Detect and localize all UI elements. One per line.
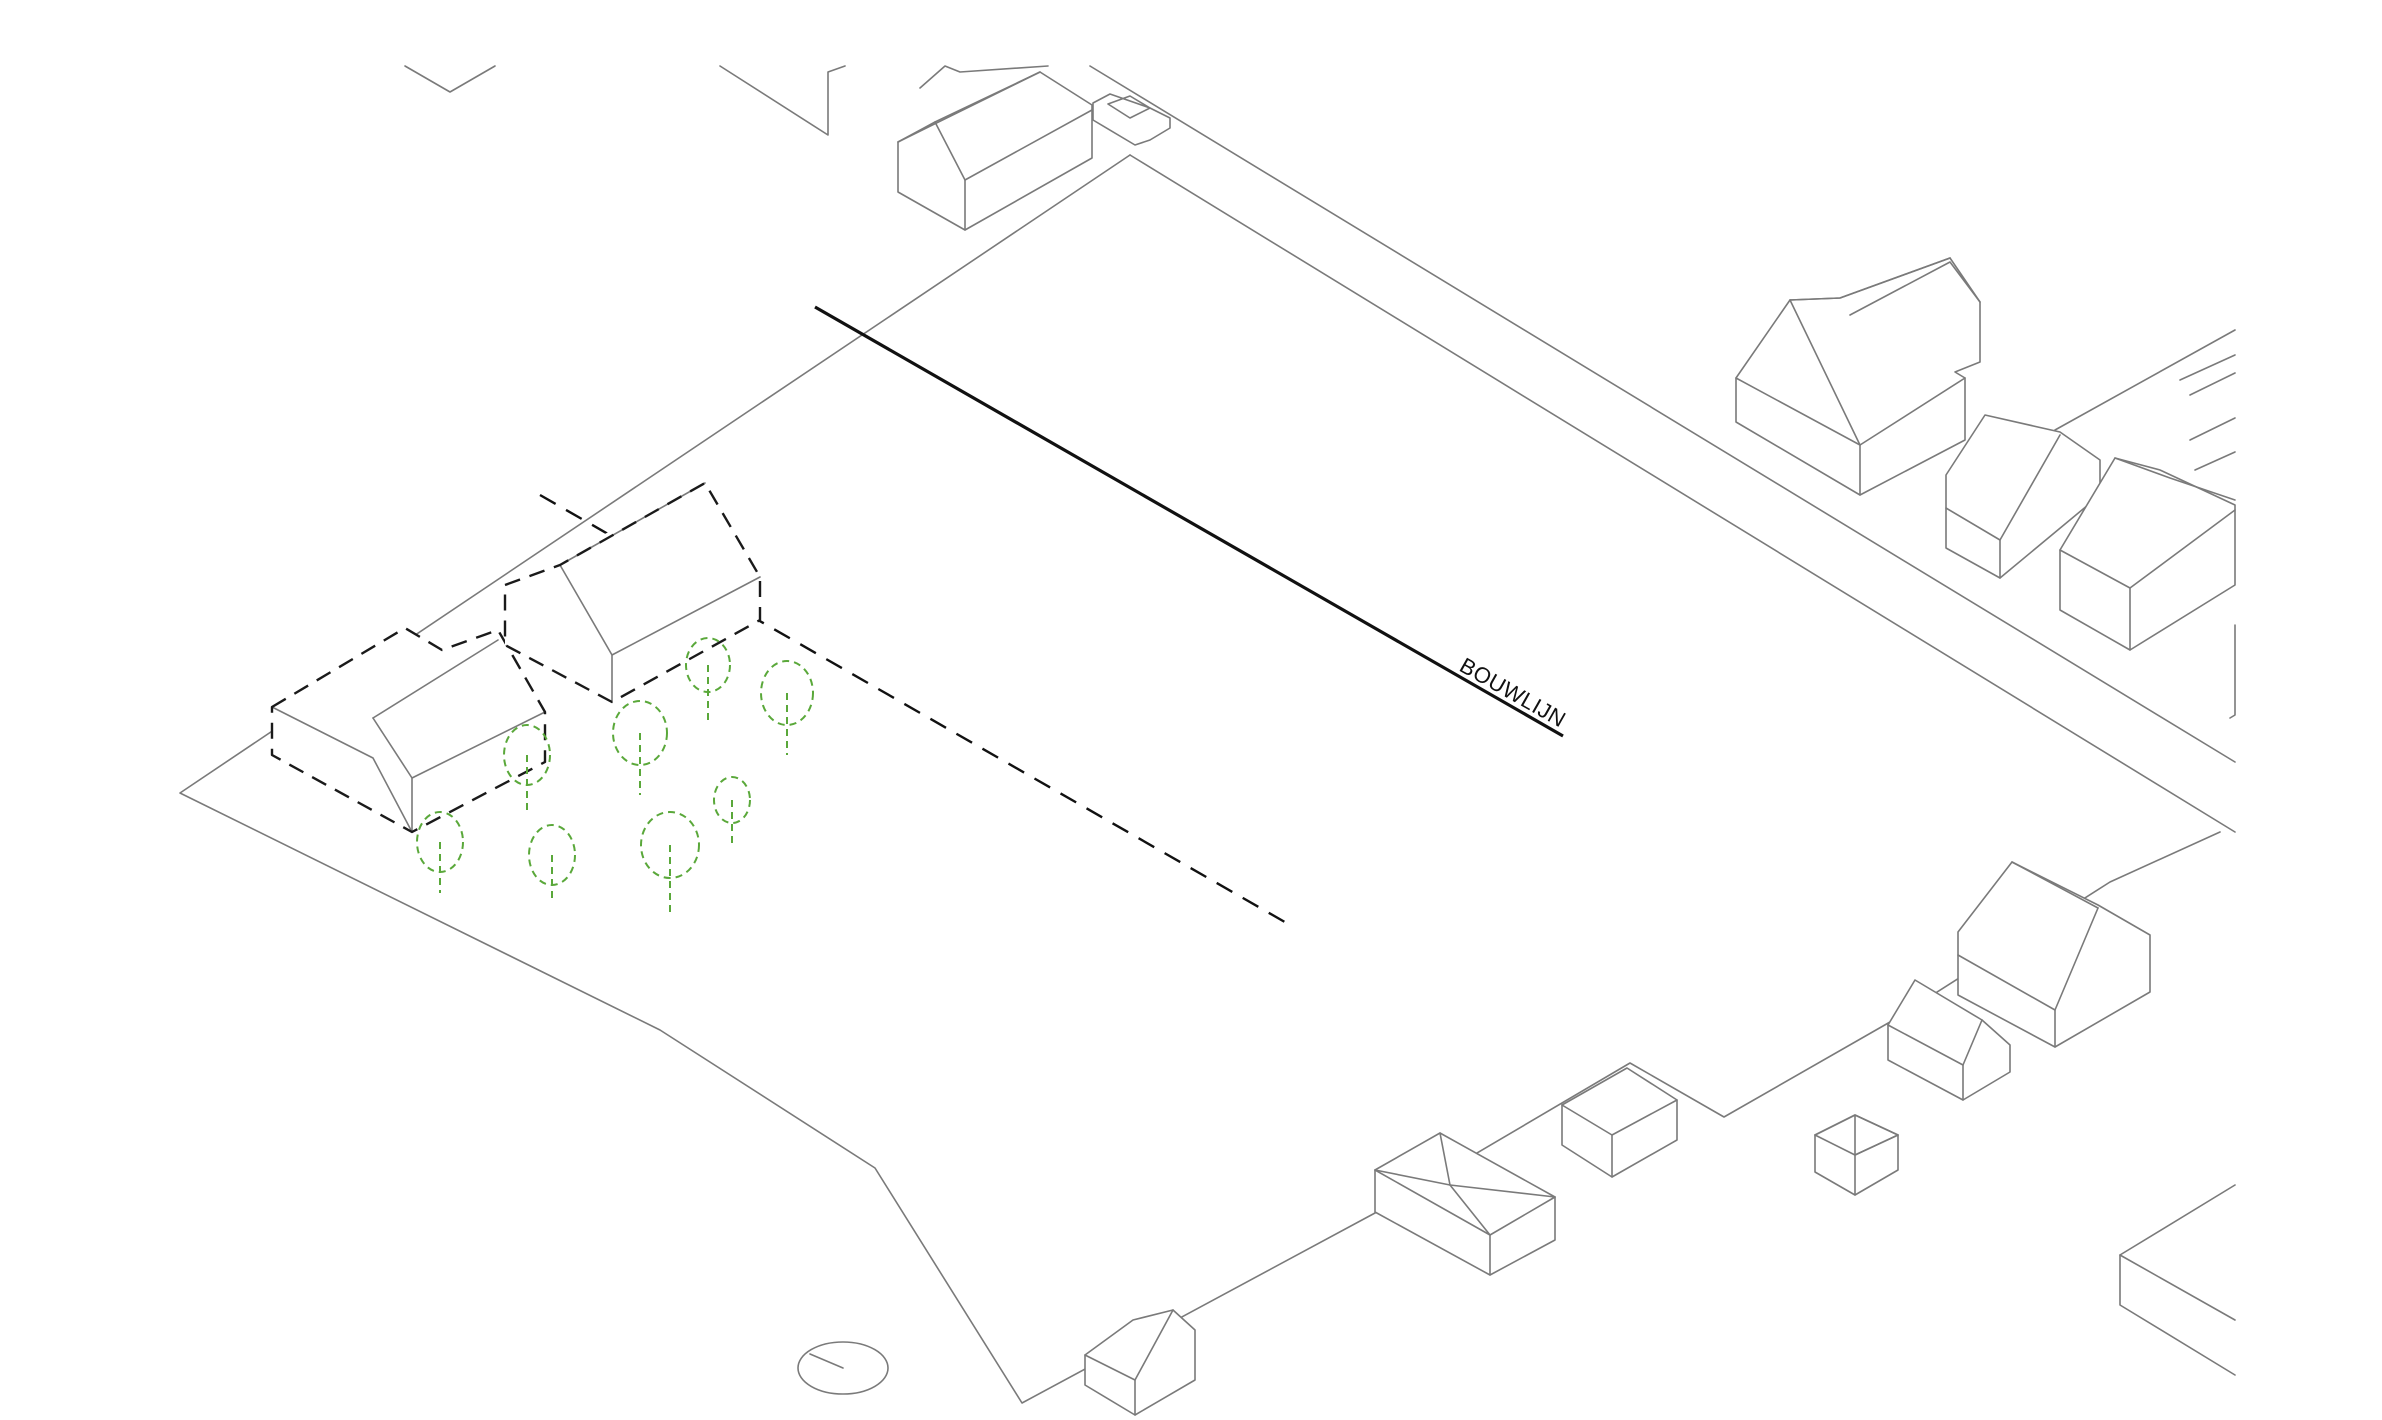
tree-icon bbox=[528, 824, 576, 898]
tree-icon bbox=[685, 637, 731, 720]
existing-house-bottom bbox=[1084, 1309, 1196, 1416]
proposed-trees bbox=[416, 637, 814, 915]
existing-buildings bbox=[797, 71, 2236, 1416]
tree-icon bbox=[416, 811, 464, 893]
existing-cropped-right bbox=[2054, 329, 2236, 719]
road-edge-upper bbox=[1089, 65, 2236, 763]
tree-icon bbox=[503, 724, 551, 810]
existing-house-small bbox=[1887, 979, 2011, 1101]
proposed-building-right bbox=[503, 481, 762, 704]
tree-icon bbox=[760, 660, 814, 755]
cropped-house-a bbox=[404, 65, 496, 93]
proposed-building-left bbox=[270, 626, 547, 834]
cropped-house-b bbox=[719, 65, 846, 136]
bouwlijn-label: BOUWLIJN bbox=[1456, 653, 1571, 733]
tree-icon bbox=[612, 700, 668, 795]
existing-house-bottom-right bbox=[2119, 1184, 2236, 1376]
bouwlijn-line bbox=[814, 305, 1564, 738]
existing-house-top bbox=[897, 71, 1093, 231]
cropped-house-c bbox=[919, 65, 1049, 89]
existing-house-right-3 bbox=[2059, 457, 2236, 651]
proposed-building-line bbox=[539, 493, 1291, 927]
existing-box bbox=[1561, 1067, 1678, 1178]
existing-house-hip bbox=[1374, 1132, 1556, 1276]
car-icon bbox=[1092, 93, 1171, 146]
existing-house-right-2 bbox=[1945, 414, 2101, 579]
tree-icon bbox=[640, 811, 700, 915]
road-edge-lower bbox=[1129, 154, 2236, 833]
existing-cube-small bbox=[1814, 1114, 1899, 1196]
existing-house-right-1 bbox=[1735, 257, 1981, 496]
roundabout-icon bbox=[797, 1341, 889, 1395]
existing-house-lower-right bbox=[1957, 861, 2151, 1048]
tree-icon bbox=[713, 776, 751, 843]
